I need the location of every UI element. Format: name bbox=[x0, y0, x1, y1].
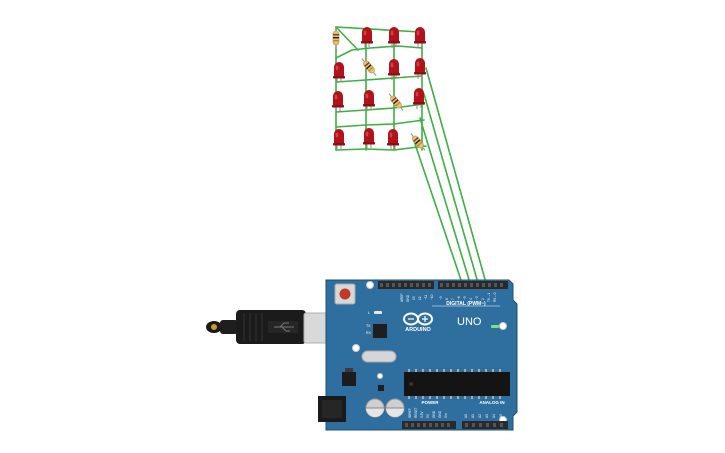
power-label: POWER bbox=[421, 400, 439, 405]
mounting-hole bbox=[366, 281, 374, 289]
mounting-hole bbox=[499, 322, 507, 330]
analog-pin-label: A2 bbox=[478, 414, 482, 418]
analog-pin-label: A1 bbox=[471, 414, 475, 418]
power-pin-label: GND bbox=[432, 410, 436, 418]
capacitor bbox=[385, 398, 405, 418]
pin-label-gnd: GND bbox=[406, 294, 410, 302]
analog-pin-label: A0 bbox=[464, 414, 468, 418]
model-label: UNO bbox=[457, 316, 482, 328]
led-grid-wires bbox=[335, 26, 487, 284]
reset-button[interactable] bbox=[339, 288, 351, 300]
led[interactable] bbox=[362, 89, 376, 112]
arduino-uno-board[interactable]: AREF GND 13 12 ~11 ~10 ~9 8 7 ~6 ~5 4 ~3… bbox=[318, 279, 518, 431]
power-pin-label: GND bbox=[438, 410, 442, 418]
led[interactable] bbox=[332, 61, 346, 84]
pin-label: 8 bbox=[445, 298, 449, 300]
pin-label: ~5 bbox=[463, 296, 467, 300]
pin-label: ~6 bbox=[457, 296, 461, 300]
pin-label-aref: AREF bbox=[400, 293, 404, 302]
resistor[interactable] bbox=[332, 27, 340, 49]
led-label-rx: RX bbox=[366, 331, 372, 335]
row-wire-4[interactable] bbox=[335, 103, 425, 113]
led[interactable] bbox=[413, 26, 427, 49]
led[interactable] bbox=[331, 90, 345, 113]
analog-header bbox=[462, 421, 508, 429]
row-wire-2[interactable] bbox=[335, 45, 423, 59]
power-pin-label: 3.3V bbox=[420, 411, 424, 418]
row-wire-3[interactable] bbox=[335, 75, 423, 83]
row-wire-5[interactable] bbox=[335, 119, 425, 128]
pin-label: 13 bbox=[412, 296, 416, 300]
power-pin-label: Vin bbox=[444, 413, 448, 418]
pin-wire-1[interactable] bbox=[412, 137, 463, 284]
led[interactable] bbox=[362, 127, 376, 150]
pin-wire-4[interactable] bbox=[425, 67, 487, 284]
diag-wire-1[interactable] bbox=[335, 26, 359, 51]
mounting-hole bbox=[377, 373, 383, 379]
analog-pin-label: A4 bbox=[492, 414, 496, 418]
voltage-regulator bbox=[342, 372, 356, 386]
led[interactable] bbox=[332, 128, 346, 151]
crystal bbox=[361, 350, 397, 363]
on-label: ON bbox=[500, 325, 506, 329]
digital-label: DIGITAL (PWM~) bbox=[446, 301, 486, 307]
capacitor bbox=[365, 398, 385, 418]
pin-wire-2[interactable] bbox=[419, 117, 471, 284]
led[interactable] bbox=[360, 26, 374, 49]
row-wire-6[interactable] bbox=[335, 145, 427, 151]
power-pin-label: 5V bbox=[426, 413, 430, 418]
microcontroller-chip bbox=[404, 372, 510, 396]
pin-label: ~9 bbox=[439, 296, 443, 300]
pin-label: ~11 bbox=[424, 295, 428, 300]
pin-label: TX→1 bbox=[487, 293, 491, 302]
pin-wire-3[interactable] bbox=[423, 93, 479, 284]
resistor[interactable] bbox=[409, 132, 428, 153]
pin-label: ~10 bbox=[430, 294, 434, 300]
pin-label: 12 bbox=[418, 296, 422, 300]
resistor[interactable] bbox=[360, 57, 379, 78]
analog-pin-label: A5 bbox=[499, 414, 503, 418]
resistors bbox=[332, 27, 428, 153]
pin-label: RX←0 bbox=[493, 292, 497, 302]
usb-chip bbox=[373, 324, 387, 338]
pin-label: 4 bbox=[469, 298, 473, 300]
led-matrix bbox=[331, 26, 427, 151]
led-label-tx: TX bbox=[366, 324, 371, 328]
power-pin-label: RESET bbox=[414, 407, 418, 418]
pin-label: 7 bbox=[451, 298, 455, 300]
power-pin-label: IOREF bbox=[408, 408, 412, 418]
usb-symbol-icon bbox=[274, 322, 294, 332]
resistor[interactable] bbox=[387, 92, 406, 113]
pin-label: ~3 bbox=[475, 296, 479, 300]
usb-cable[interactable] bbox=[206, 310, 335, 344]
arduino-logo-icon bbox=[403, 312, 433, 326]
mounting-hole bbox=[352, 344, 360, 352]
brand-label: ARDUINO bbox=[405, 327, 431, 333]
row-wire-1[interactable] bbox=[335, 26, 421, 33]
analog-label: ANALOG IN bbox=[479, 400, 504, 405]
led-label-l: L bbox=[368, 311, 370, 315]
analog-pin-label: A3 bbox=[485, 414, 489, 418]
power-led bbox=[491, 325, 499, 328]
led[interactable] bbox=[386, 128, 400, 151]
pin-label: 2 bbox=[481, 298, 485, 300]
